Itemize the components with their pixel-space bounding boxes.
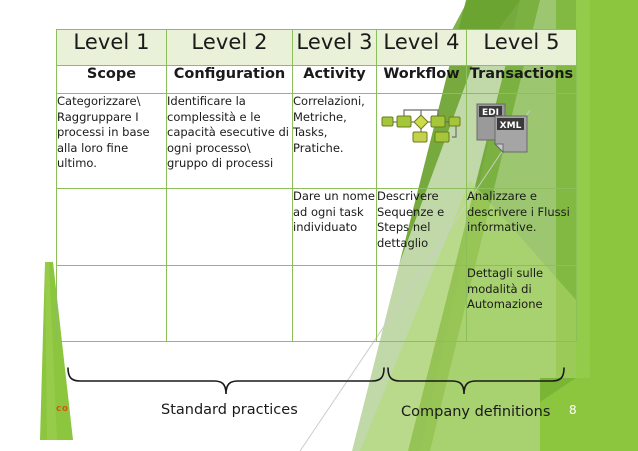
- cell-r3-c3: [292, 265, 377, 342]
- cell-r1-c2: Identificare la complessità e le capacit…: [166, 93, 293, 189]
- subheader-scope: Scope: [56, 65, 167, 94]
- bg-shape-right-block: [572, 0, 638, 451]
- brace-standard-practices: [67, 367, 385, 395]
- cell-r3-c2: [166, 265, 293, 342]
- caption-company-definitions: Company definitions: [401, 404, 551, 420]
- bg-top-right-shape: [452, 0, 520, 30]
- cell-text: Correlazioni, Metriche, Tasks, Pratiche.: [293, 94, 365, 155]
- cell-text: Dettagli sulle modalità di Automazione: [467, 266, 544, 312]
- cell-r2-c2: [166, 188, 293, 266]
- table-row: Categorizzare\ Raggruppare I processi in…: [56, 93, 577, 189]
- cell-r2-c1: [56, 188, 167, 266]
- logo-mark: co: [56, 404, 69, 414]
- caption-standard-practices: Standard practices: [161, 402, 298, 418]
- cell-r2-c3: Dare un nome ad ogni task individuato: [292, 188, 377, 266]
- workflow-flowchart-icon: [380, 102, 464, 148]
- cell-r2-c4: Descrivere Sequenze e Steps nel dettagli…: [376, 188, 467, 266]
- bg-footer-block-corner: [540, 378, 576, 402]
- cell-r1-c1: Categorizzare\ Raggruppare I processi in…: [56, 93, 167, 189]
- header-level-3: Level 3: [292, 29, 377, 66]
- header-level-2: Level 2: [166, 29, 293, 66]
- cell-r2-c5: Analizzare e descrivere i Flussi informa…: [466, 188, 577, 266]
- subheader-transactions: Transactions: [466, 65, 577, 94]
- subheader-configuration: Configuration: [166, 65, 293, 94]
- brace-company-definitions: [387, 367, 565, 395]
- svg-text:XML: XML: [500, 121, 522, 131]
- header-level-4: Level 4: [376, 29, 467, 66]
- cell-r3-c4: [376, 265, 467, 342]
- maturity-matrix-table: Level 1 Level 2 Level 3 Level 4 Level 5 …: [56, 29, 577, 342]
- cell-text: Categorizzare\ Raggruppare I processi in…: [57, 94, 150, 171]
- table-header-row-names: Scope Configuration Activity Workflow Tr…: [56, 65, 577, 94]
- cell-text: Dare un nome ad ogni task individuato: [293, 189, 375, 235]
- cell-r1-c4-workflow-diagram: [376, 93, 467, 189]
- xml-document-icon: XML: [493, 115, 528, 154]
- cell-r3-c5: Dettagli sulle modalità di Automazione: [466, 265, 577, 342]
- cell-r1-c5-documents: EDI XML: [466, 93, 577, 189]
- subheader-activity: Activity: [292, 65, 377, 94]
- page-number: 8: [569, 403, 577, 417]
- cell-r1-c3: Correlazioni, Metriche, Tasks, Pratiche.: [292, 93, 377, 189]
- cell-r3-c1: [56, 265, 167, 342]
- cell-text: Analizzare e descrivere i Flussi informa…: [467, 189, 570, 235]
- header-level-5: Level 5: [466, 29, 577, 66]
- table-row: Dare un nome ad ogni task individuato De…: [56, 188, 577, 266]
- edi-xml-documents-icon: EDI XML: [475, 100, 539, 162]
- cell-text: Descrivere Sequenze e Steps nel dettagli…: [377, 189, 445, 250]
- table-row: Dettagli sulle modalità di Automazione: [56, 265, 577, 342]
- cell-text: Identificare la complessità e le capacit…: [167, 94, 289, 171]
- table-header-row-levels: Level 1 Level 2 Level 3 Level 4 Level 5: [56, 29, 577, 66]
- subheader-workflow: Workflow: [376, 65, 467, 94]
- header-level-1: Level 1: [56, 29, 167, 66]
- bg-footer-block: [540, 378, 636, 451]
